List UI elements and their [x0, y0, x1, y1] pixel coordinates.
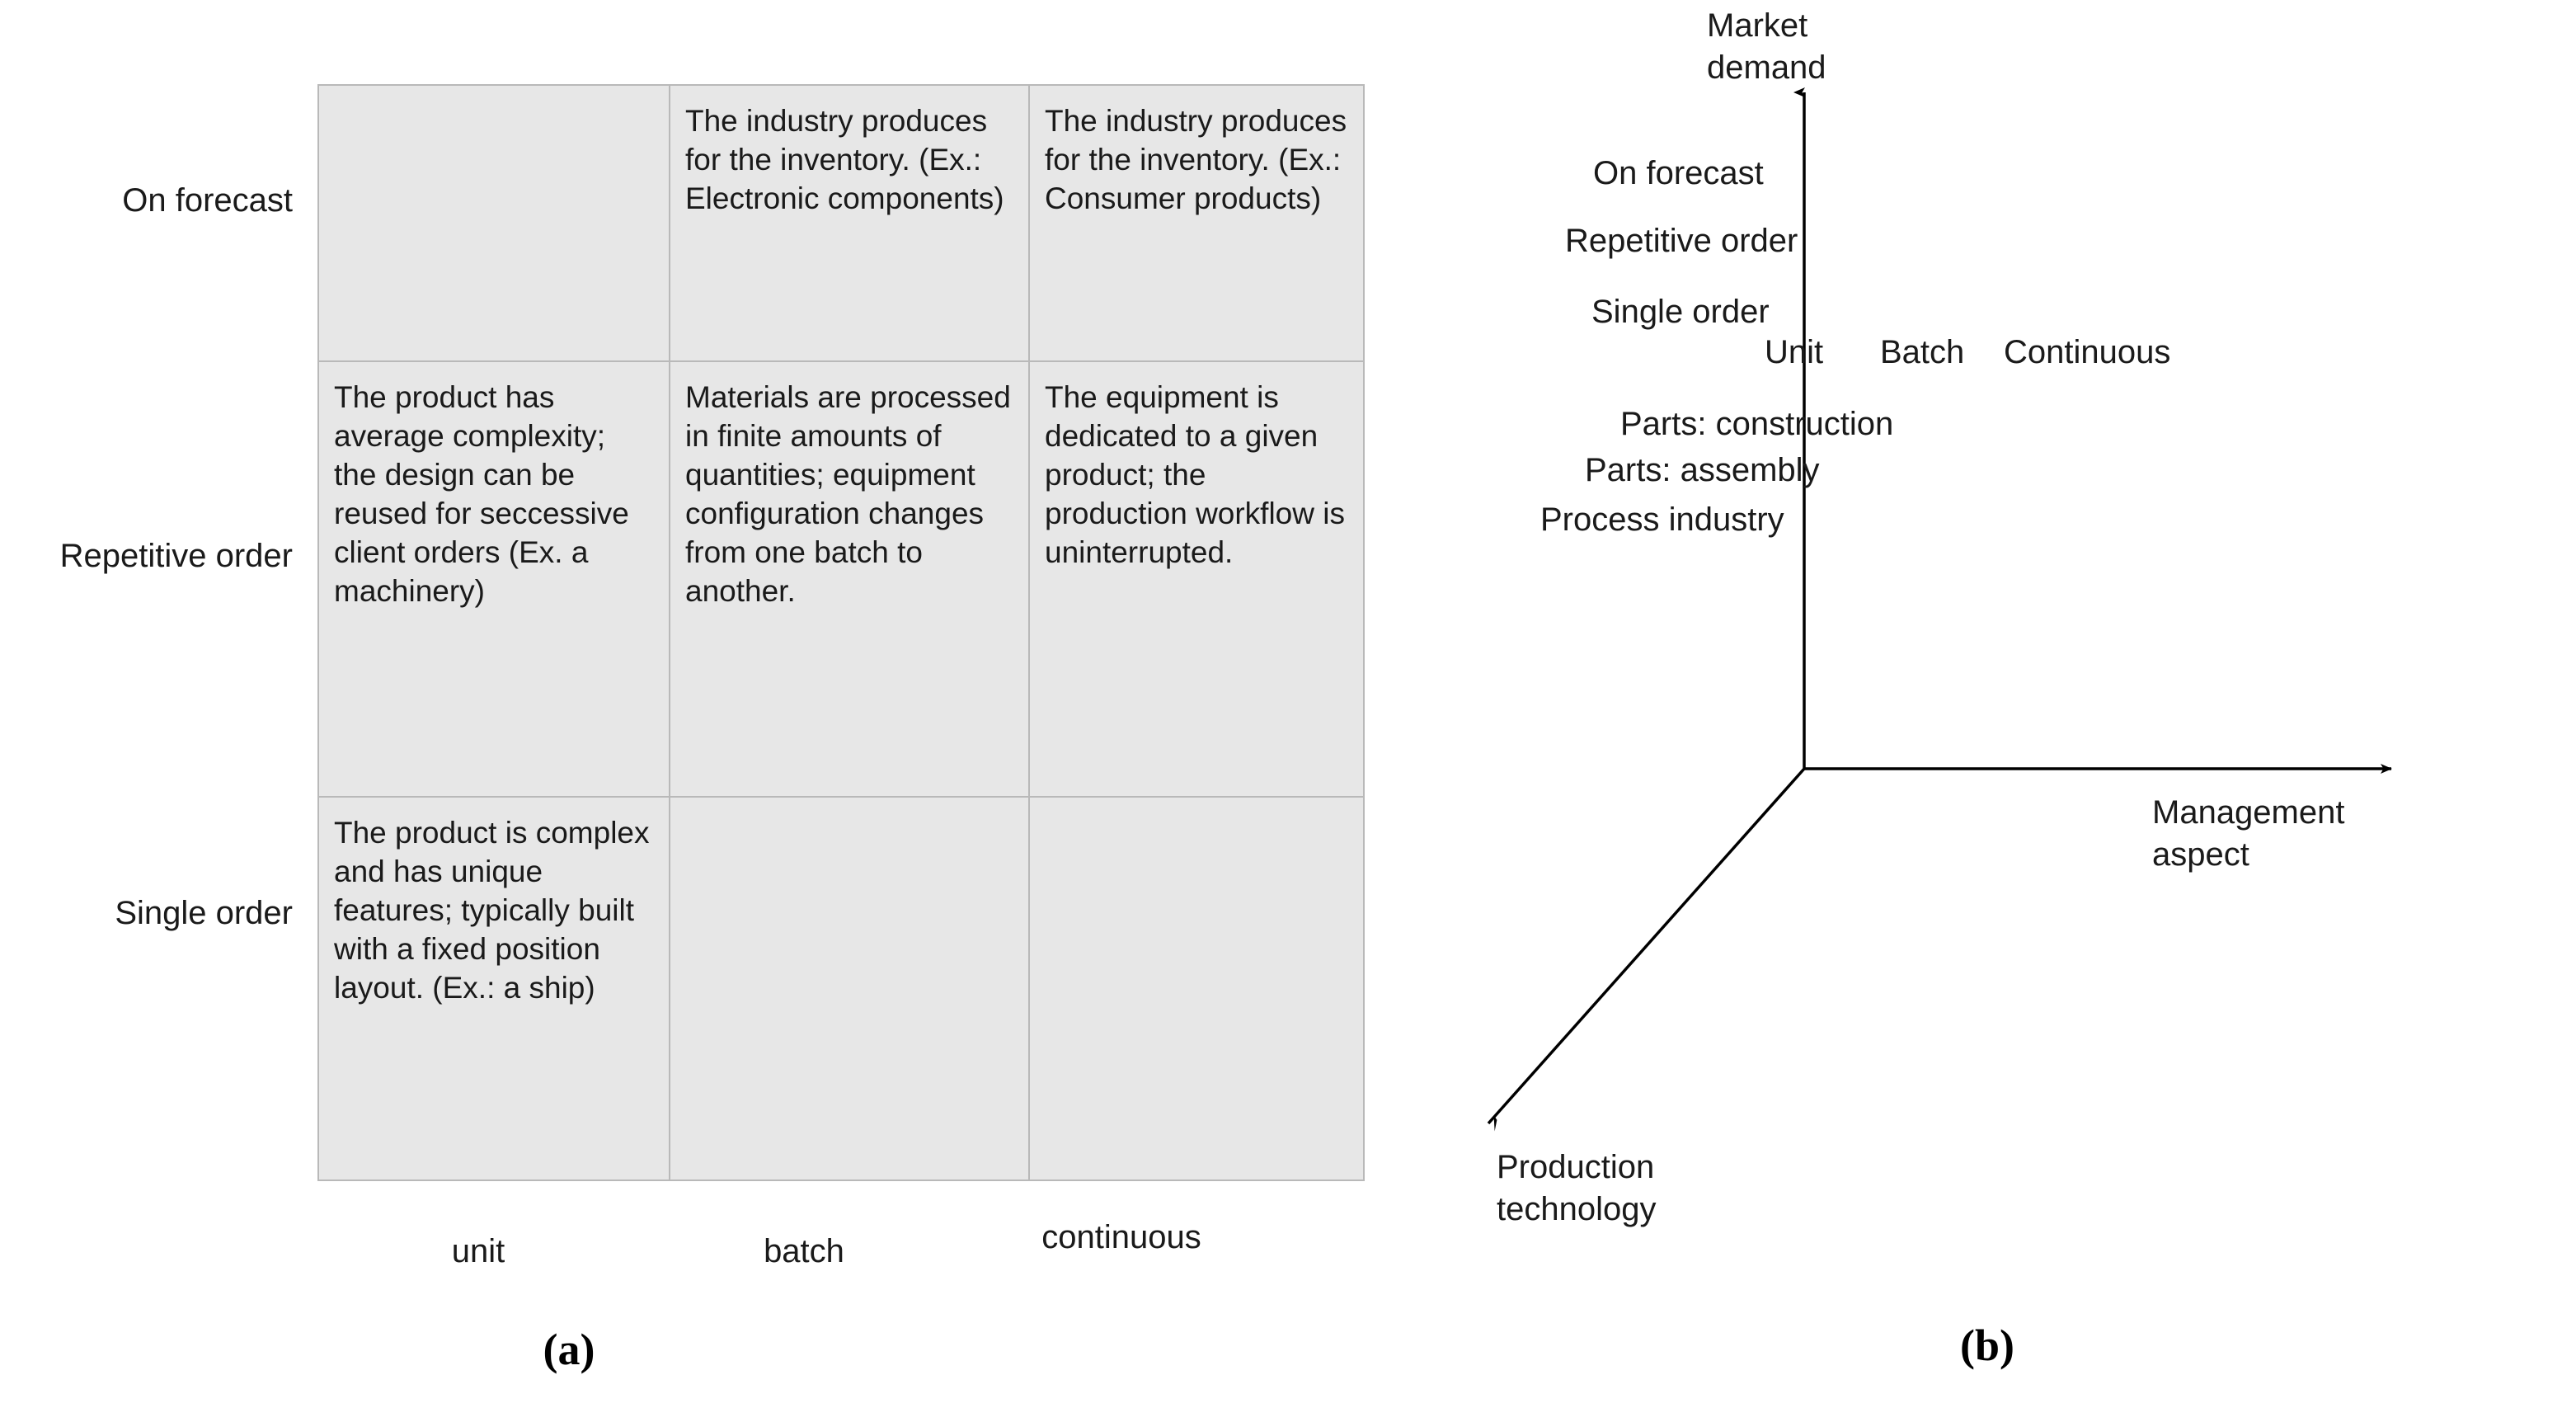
- axis-title-market-demand: Market demand: [1707, 7, 1826, 87]
- row-label-repetitive-order: Repetitive order: [59, 538, 293, 574]
- tick-label-process-industry: Process industry: [1540, 501, 1784, 538]
- axis-title-production-technology: Production technology: [1497, 1149, 1657, 1228]
- panel-a-matrix: On forecast Repetitive order Single orde…: [59, 84, 1365, 1374]
- column-header-batch: batch: [764, 1233, 844, 1269]
- axis-title-management-aspect: Management aspect: [2152, 794, 2345, 873]
- table-cell-forecast-continuous: The industry produces for the inventory.…: [1028, 84, 1365, 362]
- row-label-single-order: Single order: [115, 895, 293, 931]
- tick-label-unit: Unit: [1765, 334, 1824, 370]
- table-cell-single-batch: [669, 796, 1030, 1181]
- table-cell-forecast-batch: The industry produces for the inventory.…: [669, 84, 1030, 362]
- tick-label-single-order: Single order: [1591, 294, 1770, 330]
- table-row: The industry produces for the inventory.…: [317, 84, 1365, 362]
- axes-drawing: [1487, 87, 2392, 1132]
- column-header-continuous: continuous: [1041, 1219, 1201, 1255]
- panel-b-axis-diagram: Market demand Management aspect Producti…: [1319, 0, 2576, 1422]
- tick-label-parts-assembly: Parts: assembly: [1585, 452, 1820, 488]
- table-cell-single-continuous: [1028, 796, 1365, 1181]
- production-matrix-table: The industry produces for the inventory.…: [317, 84, 1365, 1181]
- tick-label-repetitive-order: Repetitive order: [1565, 223, 1798, 259]
- table-cell-forecast-unit: [317, 84, 670, 362]
- panel-caption-b: (b): [1960, 1321, 2014, 1370]
- table-cell-single-unit: The product is complex and has unique fe…: [317, 796, 670, 1181]
- table-row: The product has average complexity; the …: [317, 360, 1365, 798]
- tick-label-on-forecast: On forecast: [1593, 155, 1764, 191]
- table-row: The product is complex and has unique fe…: [317, 796, 1365, 1181]
- table-cell-repetitive-continuous: The equipment is dedicated to a given pr…: [1028, 360, 1365, 798]
- panel-caption-a: (a): [543, 1325, 595, 1374]
- depth-axis-line: [1487, 767, 1806, 1132]
- tick-label-batch: Batch: [1880, 334, 1965, 370]
- row-label-on-forecast: On forecast: [122, 182, 293, 219]
- table-cell-repetitive-unit: The product has average complexity; the …: [317, 360, 670, 798]
- tick-label-continuous: Continuous: [2004, 334, 2171, 370]
- column-header-unit: unit: [451, 1233, 505, 1269]
- tick-label-parts-construction: Parts: construction: [1620, 406, 1894, 442]
- table-cell-repetitive-batch: Materials are processed in finite amount…: [669, 360, 1030, 798]
